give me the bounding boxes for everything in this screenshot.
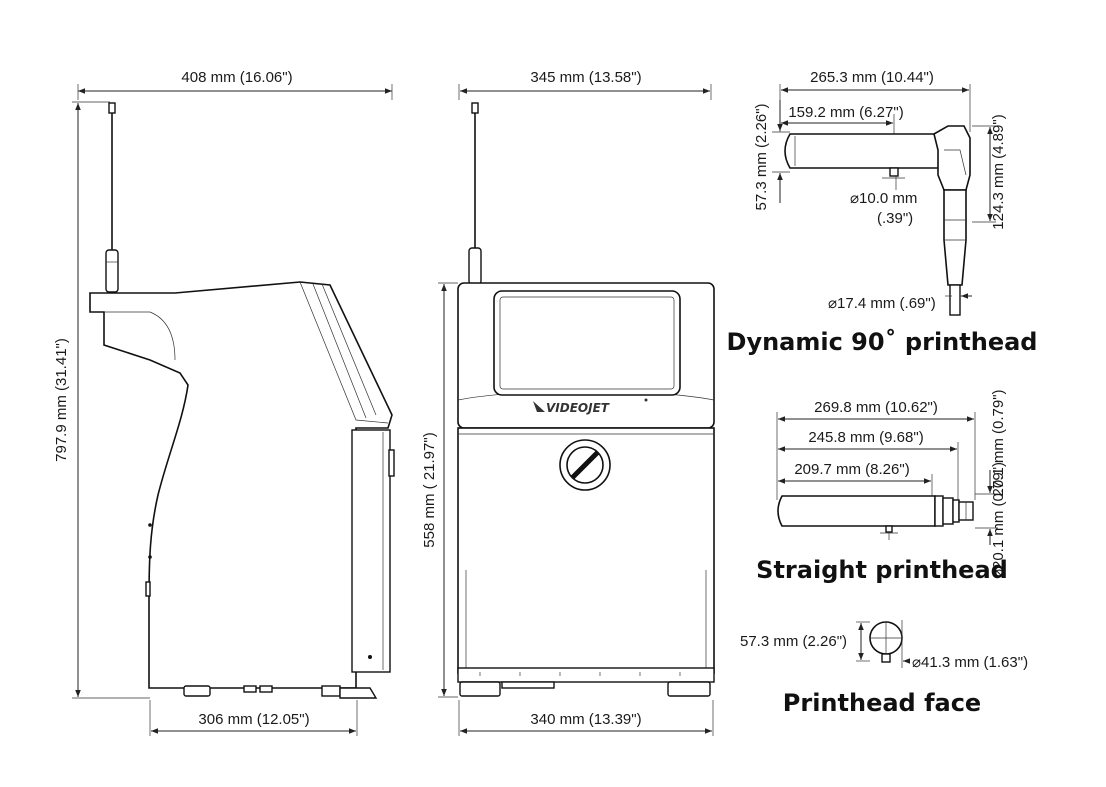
straight-printhead-title: Straight printhead (756, 556, 1008, 584)
printhead-face: 57.3 mm (2.26") ⌀41.3 mm (1.63") Printhe… (740, 620, 1028, 717)
ink-cap-icon (559, 439, 611, 491)
straight-diameter-label: ⌀20.1 mm (0.79") (990, 462, 1007, 578)
touchscreen (499, 296, 675, 390)
straight-length-body-label: 209.7 mm (8.26") (794, 461, 909, 478)
dynamic-height-body-label: 57.3 mm (2.26") (753, 103, 770, 210)
printer-side-body (89, 281, 393, 689)
dynamic-printhead-title: Dynamic 90˚ printhead (727, 328, 1038, 356)
face-height-label: 57.3 mm (2.26") (740, 633, 847, 650)
side-view: 408 mm (16.06") 797.9 mm (31.41") (53, 69, 395, 736)
brand-logo: VIDEOJET (533, 398, 648, 415)
side-height-label: 797.9 mm (31.41") (53, 338, 70, 462)
front-view: 345 mm (13.58") 558 mm ( 21.97") VIDEOJE… (421, 69, 715, 736)
dynamic-nozzle-diameter-label: ⌀10.0 mm (850, 190, 917, 207)
dynamic-length-nozzle-label: 159.2 mm (6.27") (788, 104, 903, 121)
straight-printhead: 269.8 mm (10.62") 245.8 mm (9.68") 209.7… (756, 389, 1008, 584)
dynamic-length-total-label: 265.3 mm (10.44") (810, 69, 934, 86)
svg-text:VIDEOJET: VIDEOJET (546, 401, 610, 415)
dynamic-nozzle-diameter-inch-label: (.39") (877, 210, 913, 227)
front-width-base-label: 340 mm (13.39") (530, 711, 641, 728)
side-width-base-label: 306 mm (12.05") (198, 711, 309, 728)
antenna-side (105, 102, 119, 293)
antenna-front (468, 102, 482, 285)
straight-length-total-label: 269.8 mm (10.62") (814, 399, 938, 416)
front-height-label: 558 mm ( 21.97") (421, 432, 438, 547)
straight-height-label: 20.1 mm (0.79") (990, 389, 1007, 496)
touchscreen-bezel (493, 290, 681, 396)
front-width-top-label: 345 mm (13.58") (530, 69, 641, 86)
dynamic-printhead: 265.3 mm (10.44") 159.2 mm (6.27") 57.3 … (727, 69, 1038, 356)
dynamic-conduit-diameter-label: ⌀17.4 mm (.69") (828, 295, 936, 312)
printhead-face-title: Printhead face (783, 689, 981, 717)
straight-length-mid-label: 245.8 mm (9.68") (808, 429, 923, 446)
face-diameter-label: ⌀41.3 mm (1.63") (912, 654, 1028, 671)
side-width-top-label: 408 mm (16.06") (181, 69, 292, 86)
dynamic-height-total-label: 124.3 mm (4.89") (990, 114, 1007, 229)
